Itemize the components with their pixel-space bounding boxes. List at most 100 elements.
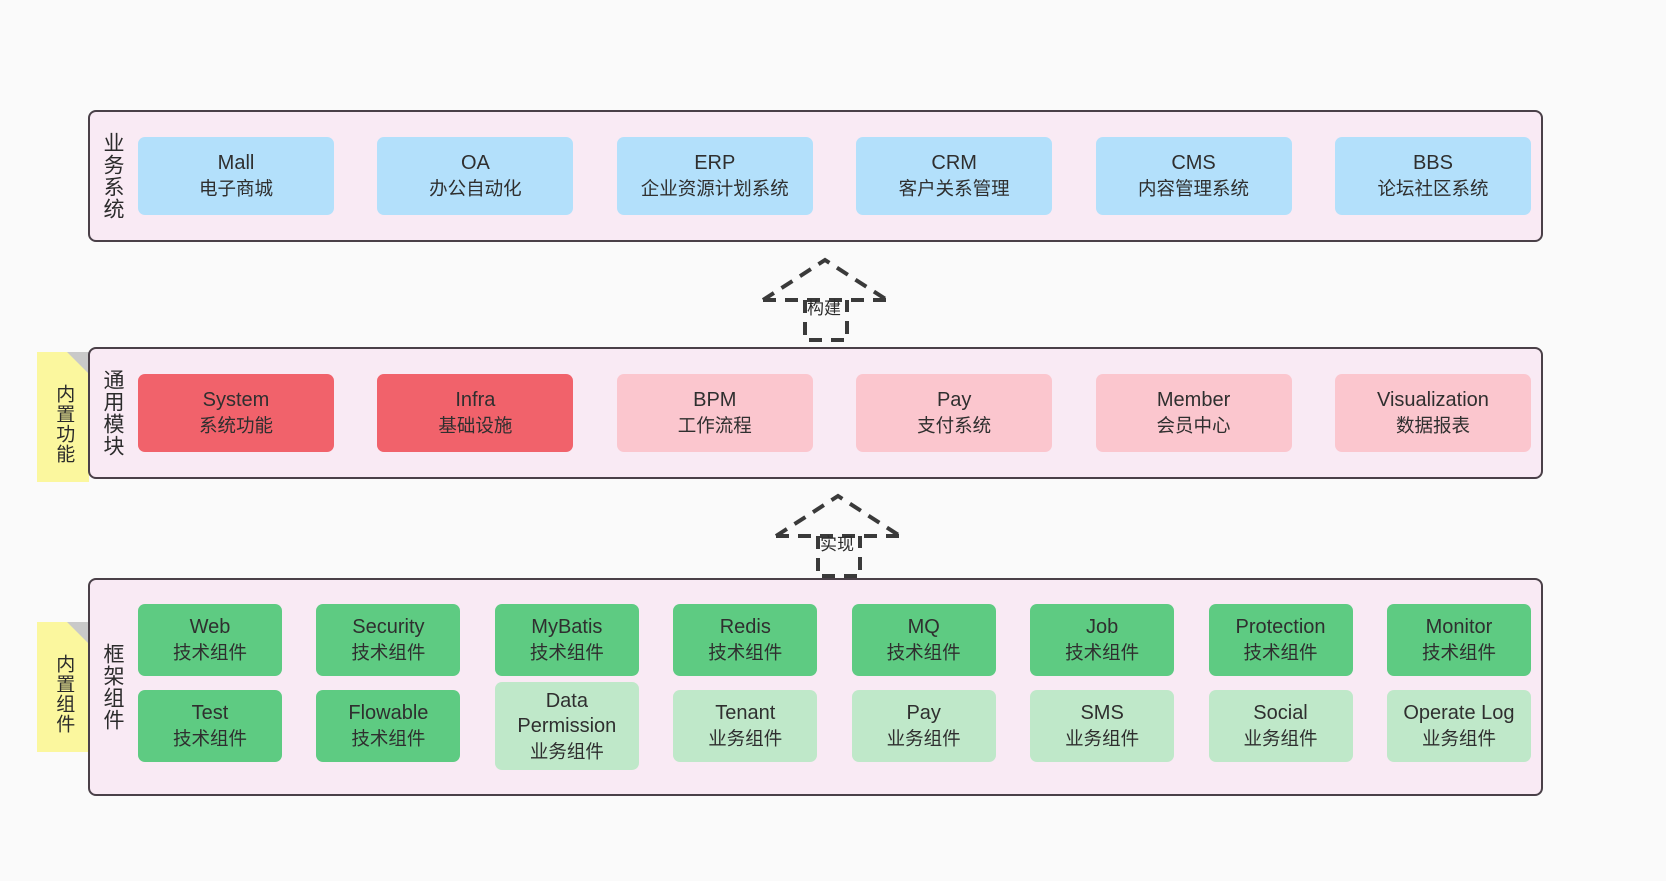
layer-common-label: 通用模块 (100, 369, 124, 457)
node-security-en: Security (352, 616, 425, 639)
node-flowable[interactable]: Flowable 技术组件 (316, 690, 461, 762)
node-flowable-en: Flowable (348, 702, 429, 725)
node-mall[interactable]: Mall 电子商城 (138, 137, 334, 215)
node-redis-en: Redis (719, 616, 771, 639)
node-mq-en: MQ (907, 616, 940, 639)
node-data-permission-en: Data Permission (517, 689, 617, 738)
node-mybatis-cn: 技术组件 (529, 641, 604, 663)
node-test-cn: 技术组件 (172, 727, 247, 749)
node-web-cn: 技术组件 (172, 641, 247, 663)
node-protection[interactable]: Protection 技术组件 (1208, 604, 1353, 676)
node-security[interactable]: Security 技术组件 (316, 604, 461, 676)
node-system[interactable]: System 系统功能 (138, 374, 334, 452)
node-visualization[interactable]: Visualization 数据报表 (1334, 374, 1531, 452)
node-redis[interactable]: Redis 技术组件 (673, 604, 818, 676)
node-erp-cn: 企业资源计划系统 (640, 177, 789, 199)
node-redis-cn: 技术组件 (708, 641, 783, 663)
node-member-en: Member (1156, 389, 1231, 412)
node-bbs-cn: 论坛社区系统 (1377, 177, 1489, 199)
node-test[interactable]: Test 技术组件 (138, 690, 282, 762)
node-social-en: Social (1253, 702, 1308, 725)
node-system-cn: 系统功能 (198, 414, 273, 436)
node-pay-module-en: Pay (936, 389, 972, 412)
framework-row-business: Test 技术组件 Flowable 技术组件 Data Permission … (138, 682, 1531, 770)
node-social[interactable]: Social 业务组件 (1208, 690, 1353, 762)
node-pay-module[interactable]: Pay 支付系统 (856, 374, 1053, 452)
node-infra[interactable]: Infra 基础设施 (377, 374, 574, 452)
node-oa-en: OA (460, 152, 490, 175)
node-social-cn: 业务组件 (1243, 727, 1318, 749)
layer-framework-rows: Web 技术组件 Security 技术组件 MyBatis 技术组件 Redi… (134, 580, 1541, 794)
node-monitor[interactable]: Monitor 技术组件 (1386, 604, 1531, 676)
node-operate-log-en: Operate Log (1403, 702, 1515, 725)
node-mq-cn: 技术组件 (886, 641, 961, 663)
node-mq[interactable]: MQ 技术组件 (851, 604, 996, 676)
node-pay-component-en: Pay (906, 702, 941, 725)
note-builtin-components: 内置组件 (37, 622, 89, 752)
layer-business-systems: 业务系统 Mall 电子商城 OA 办公自动化 ERP 企业资源计划系统 CRM… (88, 110, 1543, 242)
node-bpm[interactable]: BPM 工作流程 (616, 374, 813, 452)
node-crm[interactable]: CRM 客户关系管理 (856, 137, 1053, 215)
layer-common-modules: 通用模块 System 系统功能 Infra 基础设施 BPM 工作流程 Pay… (88, 347, 1543, 479)
note-builtin-features: 内置功能 (37, 352, 89, 482)
node-data-permission-cn: 业务组件 (529, 740, 604, 762)
node-data-permission[interactable]: Data Permission 业务组件 (494, 682, 639, 770)
node-monitor-en: Monitor (1425, 616, 1493, 639)
node-bbs[interactable]: BBS 论坛社区系统 (1334, 137, 1531, 215)
node-sms[interactable]: SMS 业务组件 (1030, 690, 1175, 762)
node-sms-cn: 业务组件 (1065, 727, 1140, 749)
note-fold-icon (67, 352, 89, 374)
node-bpm-en: BPM (693, 389, 737, 412)
node-test-en: Test (191, 702, 229, 725)
node-oa-cn: 办公自动化 (429, 177, 522, 199)
node-cms-cn: 内容管理系统 (1138, 177, 1250, 199)
layer-framework-components: 框架组件 Web 技术组件 Security 技术组件 MyBatis 技术组件… (88, 578, 1543, 796)
node-infra-en: Infra (455, 389, 496, 412)
node-operate-log-cn: 业务组件 (1421, 727, 1496, 749)
node-tenant-en: Tenant (715, 702, 776, 725)
node-system-en: System (202, 389, 270, 412)
node-mall-cn: 电子商城 (198, 177, 273, 199)
node-erp-en: ERP (694, 152, 736, 175)
node-web[interactable]: Web 技术组件 (138, 604, 282, 676)
node-cms[interactable]: CMS 内容管理系统 (1095, 137, 1292, 215)
node-protection-cn: 技术组件 (1243, 641, 1318, 663)
node-tenant[interactable]: Tenant 业务组件 (673, 690, 818, 762)
node-security-cn: 技术组件 (351, 641, 426, 663)
node-bbs-en: BBS (1412, 152, 1453, 175)
node-protection-en: Protection (1235, 616, 1326, 639)
node-mybatis[interactable]: MyBatis 技术组件 (494, 604, 639, 676)
connector-build-label: 构建 (807, 299, 841, 318)
note-builtin-components-text: 内置组件 (53, 654, 75, 734)
layer-business-nodes: Mall 电子商城 OA 办公自动化 ERP 企业资源计划系统 CRM 客户关系… (134, 112, 1541, 240)
node-flowable-cn: 技术组件 (351, 727, 426, 749)
layer-business-label: 业务系统 (100, 132, 124, 220)
node-mall-en: Mall (217, 152, 255, 175)
connector-implement-arrow (774, 493, 902, 578)
note-builtin-features-text: 内置功能 (53, 384, 75, 464)
connector-implement: 实现 (768, 488, 918, 580)
node-monitor-cn: 技术组件 (1421, 641, 1496, 663)
node-job-cn: 技术组件 (1065, 641, 1140, 663)
node-infra-cn: 基础设施 (438, 414, 513, 436)
node-member[interactable]: Member 会员中心 (1095, 374, 1292, 452)
node-oa[interactable]: OA 办公自动化 (377, 137, 574, 215)
connector-implement-label: 实现 (820, 535, 854, 554)
node-pay-component[interactable]: Pay 业务组件 (851, 690, 996, 762)
node-member-cn: 会员中心 (1156, 414, 1231, 436)
node-crm-cn: 客户关系管理 (898, 177, 1010, 199)
node-pay-component-cn: 业务组件 (886, 727, 961, 749)
connector-build-arrow (761, 257, 889, 342)
node-sms-en: SMS (1080, 702, 1124, 725)
node-erp[interactable]: ERP 企业资源计划系统 (616, 137, 813, 215)
note-fold-icon (67, 622, 89, 644)
node-pay-module-cn: 支付系统 (917, 414, 992, 436)
node-operate-log[interactable]: Operate Log 业务组件 (1386, 690, 1531, 762)
node-visualization-en: Visualization (1376, 389, 1489, 412)
node-bpm-cn: 工作流程 (677, 414, 752, 436)
node-web-en: Web (189, 616, 231, 639)
node-job[interactable]: Job 技术组件 (1030, 604, 1175, 676)
node-job-en: Job (1085, 616, 1119, 639)
node-cms-en: CMS (1171, 152, 1216, 175)
